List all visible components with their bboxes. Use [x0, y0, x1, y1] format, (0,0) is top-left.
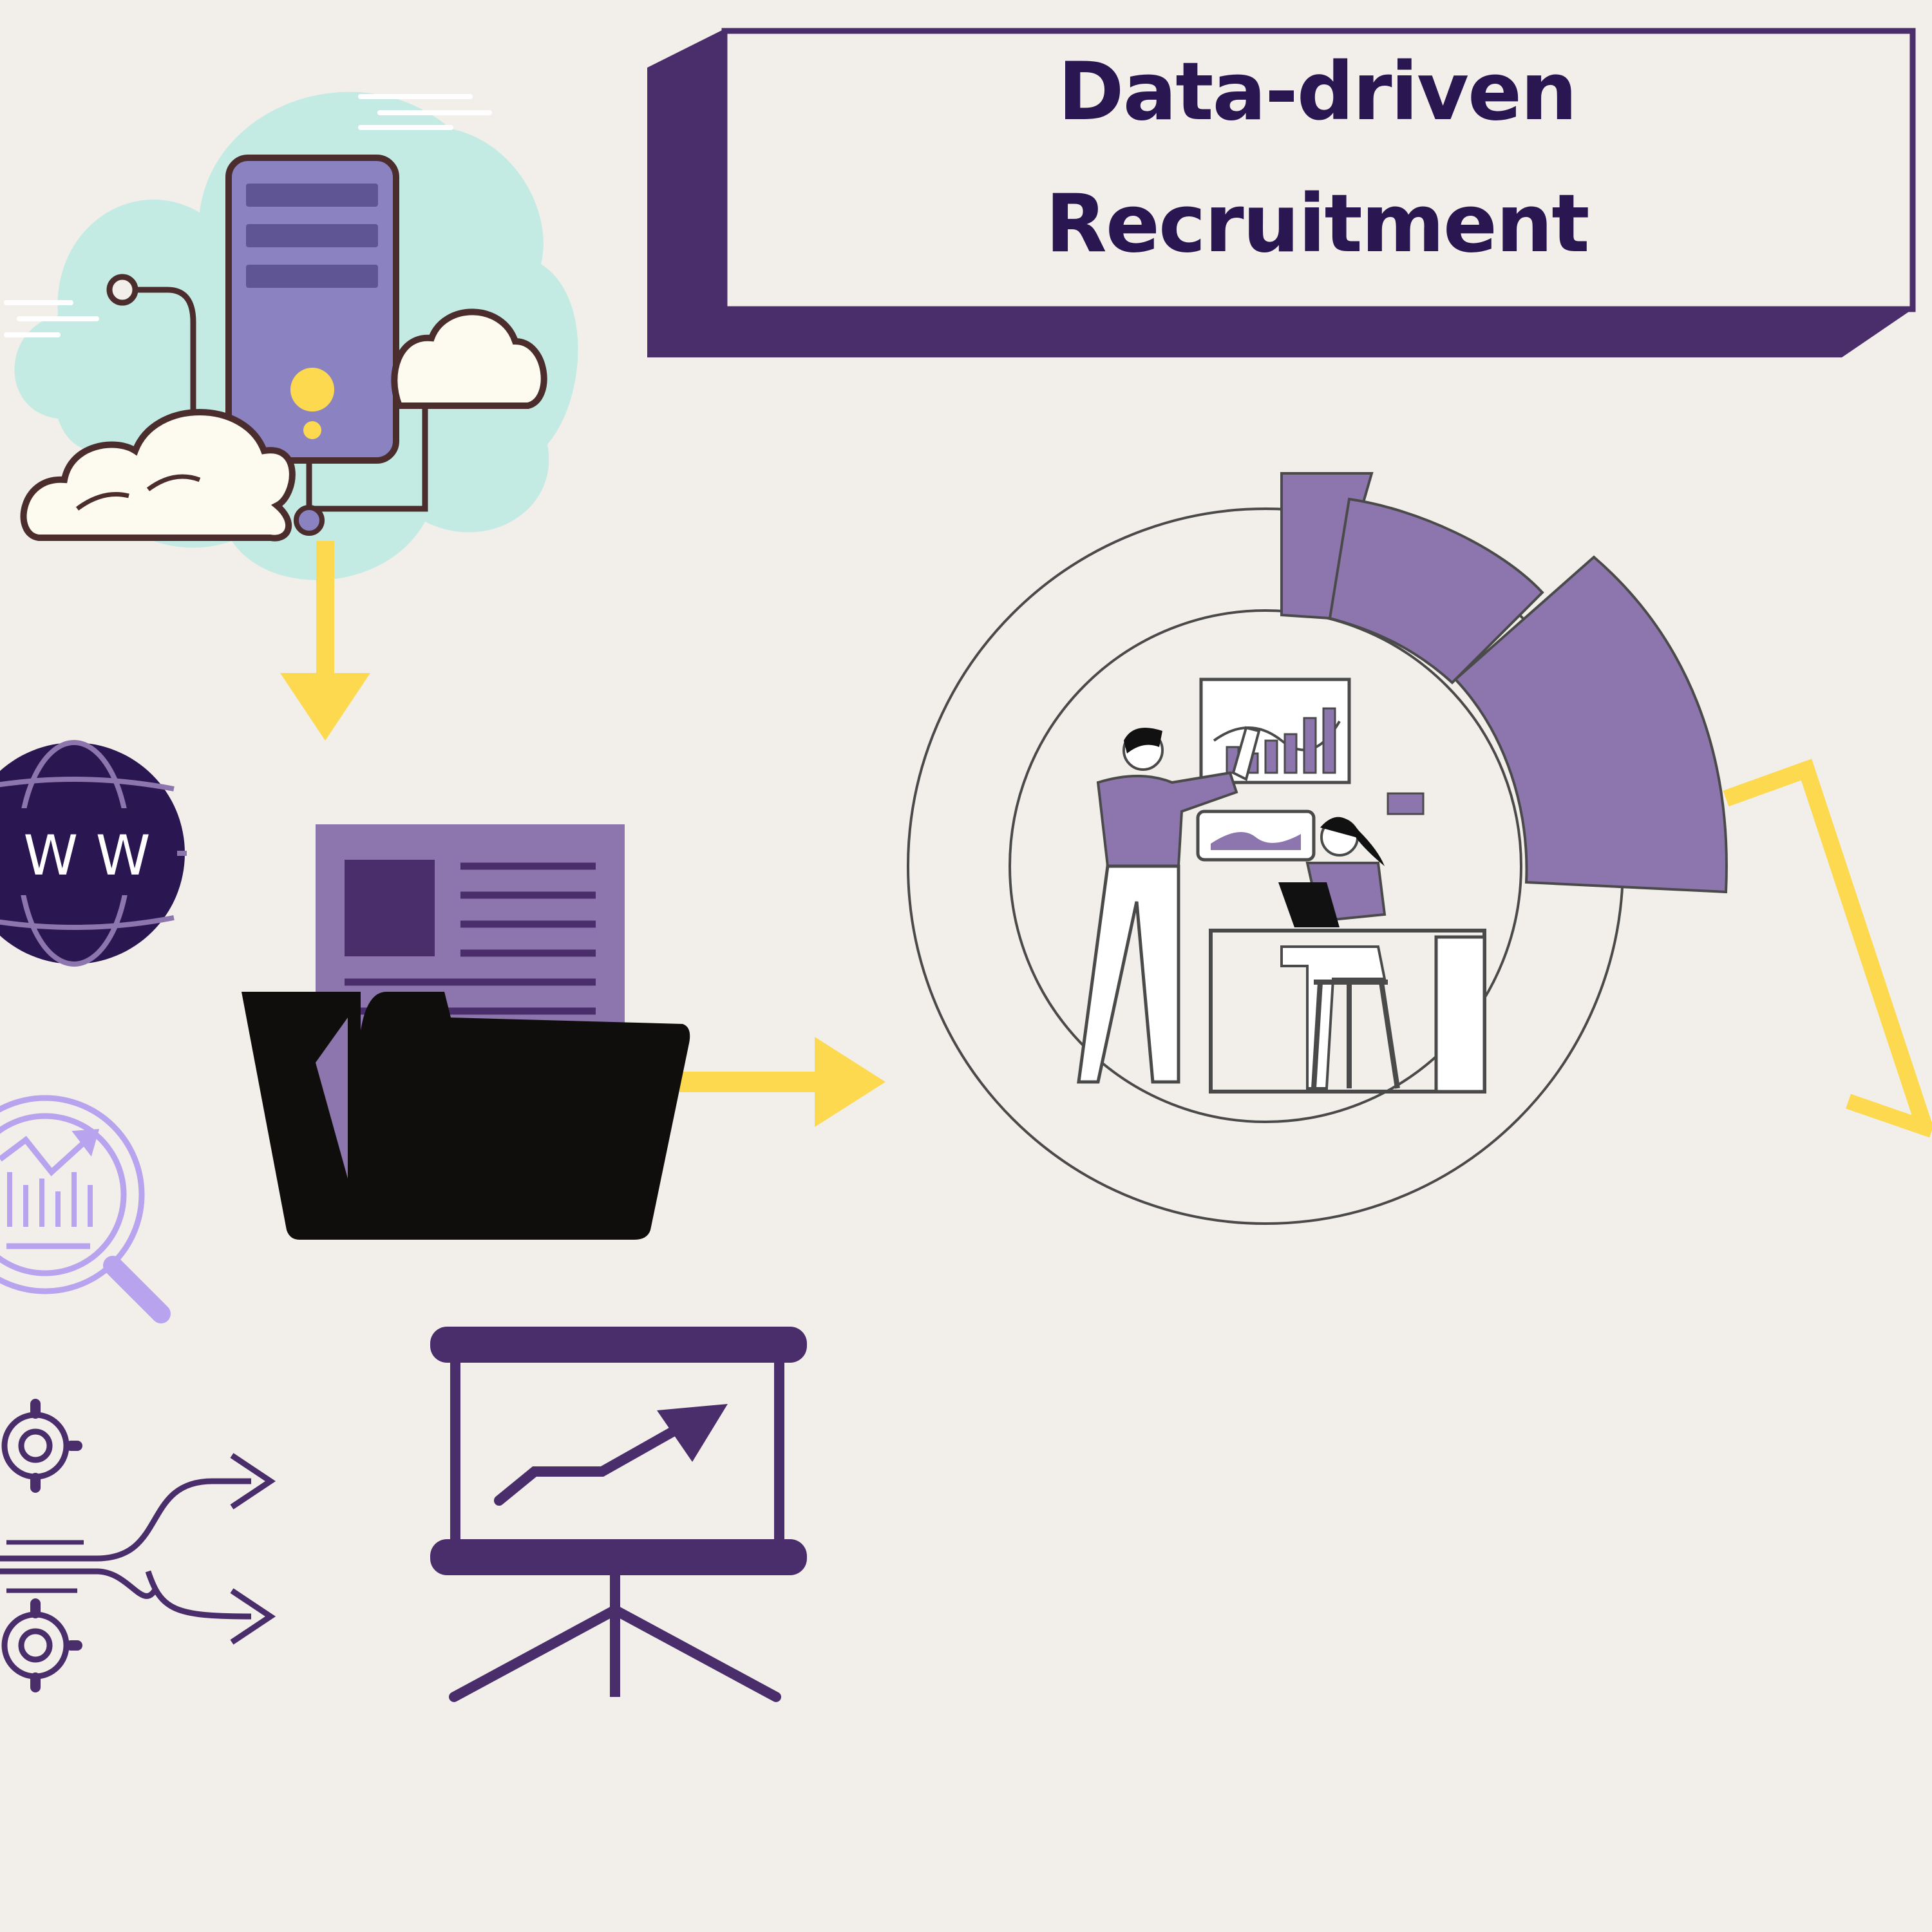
- arrow-folder-to-donut: [679, 1037, 886, 1127]
- globe-www-icon: W W: [0, 740, 187, 967]
- globe-label: W W: [23, 824, 150, 888]
- title-line-1: Data-driven: [1058, 46, 1577, 138]
- presentation-board-icon: [430, 1327, 807, 1702]
- title-banner: Data-driven Recruitment: [647, 28, 1916, 357]
- banner-shadow: [647, 29, 1913, 357]
- arrow-donut-exit: [1723, 759, 1932, 1138]
- gears-process-icon: [0, 1399, 276, 1692]
- arrow-cloud-to-folder: [280, 541, 370, 741]
- data-team-donut-icon: [907, 472, 1728, 1225]
- document-folder-icon: [242, 824, 690, 1240]
- banner-box: [721, 28, 1916, 312]
- analytics-search-icon: [0, 1095, 171, 1323]
- title-line-2: Recruitment: [1045, 178, 1588, 270]
- cloud-server-icon: [4, 91, 578, 580]
